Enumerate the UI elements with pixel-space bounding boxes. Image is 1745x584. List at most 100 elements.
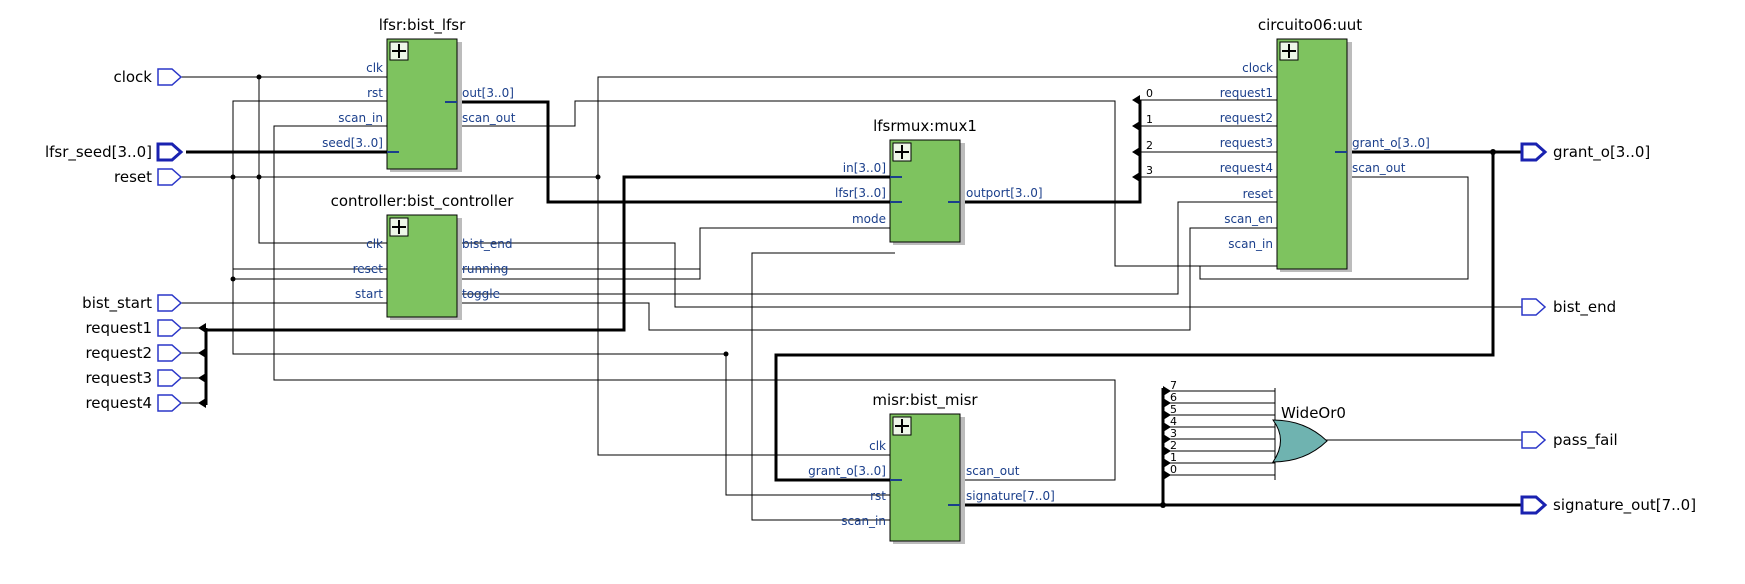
output-port-icon	[1521, 431, 1547, 449]
block-title: circuito06:uut	[1258, 16, 1362, 34]
pin-label: grant_o[3..0]	[808, 464, 886, 478]
wire-misr-rst	[725, 354, 895, 496]
port-label: lfsr_seed[3..0]	[45, 143, 152, 162]
pin-label: clk	[869, 439, 886, 453]
tap-label: 2	[1146, 139, 1153, 152]
block-lfsr[interactable]: lfsr:bist_lfsr clk rst scan_in seed[3..0…	[322, 16, 516, 172]
pin-label: rst	[367, 86, 383, 100]
tap-label: 1	[1146, 113, 1153, 126]
port-signature-out[interactable]: signature_out[7..0]	[1520, 495, 1696, 515]
bus-lfsr-out	[455, 100, 895, 204]
port-label: clock	[113, 68, 152, 86]
tap-arrow	[1132, 172, 1140, 182]
pin-label: scan_in	[841, 514, 886, 528]
block-title: misr:bist_misr	[872, 391, 978, 410]
port-request1[interactable]: request1	[85, 319, 183, 337]
uut-bus-taps: 0 1 2 3	[1132, 87, 1153, 182]
port-pass-fail[interactable]: pass_fail	[1521, 431, 1618, 450]
pin-label: scan_out	[462, 111, 516, 125]
pin-label: outport[3..0]	[966, 186, 1043, 200]
bit-label: 1	[1170, 451, 1177, 464]
port-label: request4	[85, 394, 152, 412]
port-request3[interactable]: request3	[85, 369, 183, 387]
output-bus-port-icon	[1520, 495, 1548, 515]
input-bus-port-icon	[156, 142, 184, 162]
pin-label: reset	[353, 262, 384, 276]
bit-label: 4	[1170, 415, 1177, 428]
input-ports: clock lfsr_seed[3..0] reset bist_start r…	[45, 68, 184, 412]
block-body	[386, 38, 458, 170]
pin-label: scan_in	[1228, 237, 1273, 251]
pin-label: scan_in	[338, 111, 383, 125]
port-request2[interactable]: request2	[85, 344, 183, 362]
tap-arrow	[1132, 121, 1140, 131]
pin-label: lfsr[3..0]	[835, 186, 886, 200]
pin-label: scan_out	[966, 464, 1020, 478]
port-reset[interactable]: reset	[114, 168, 183, 186]
block-controller[interactable]: controller:bist_controller clk reset sta…	[331, 192, 515, 320]
bus-grant-to-misr	[774, 152, 1495, 482]
bit-label: 2	[1170, 439, 1177, 452]
tap-arrow	[1132, 95, 1140, 105]
pin-label: toggle	[462, 287, 500, 301]
block-title: lfsrmux:mux1	[873, 117, 977, 135]
bit-label: 3	[1170, 427, 1177, 440]
pin-label: clock	[1242, 61, 1273, 75]
wire-bist-end	[455, 242, 1522, 308]
block-misr[interactable]: misr:bist_misr clk grant_o[3..0] rst sca…	[808, 391, 1055, 544]
port-lfsr-seed[interactable]: lfsr_seed[3..0]	[45, 142, 184, 162]
tap-label: 3	[1146, 164, 1153, 177]
port-grant-o[interactable]: grant_o[3..0]	[1520, 142, 1650, 162]
wideor-bit-taps: 7 6 5 4 3 2 1 0	[1163, 379, 1177, 480]
port-label: bist_start	[82, 294, 152, 313]
wire-lfsr-scan-out	[455, 100, 1277, 267]
pin-label: request1	[1220, 86, 1273, 100]
port-label: grant_o[3..0]	[1553, 143, 1650, 162]
bit-label: 5	[1170, 403, 1177, 416]
port-label: pass_fail	[1553, 431, 1618, 450]
port-label: request1	[85, 319, 152, 337]
block-title: lfsr:bist_lfsr	[379, 16, 466, 35]
input-port-icon	[157, 394, 183, 412]
pin-label: signature[7..0]	[966, 489, 1055, 503]
pin-label: mode	[852, 212, 886, 226]
bit-label: 0	[1170, 463, 1177, 476]
wideor-gate[interactable]: WideOr0	[1272, 404, 1346, 463]
pin-label: clk	[366, 61, 383, 75]
wire-toggle	[455, 201, 1277, 295]
input-port-icon	[157, 344, 183, 362]
input-port-icon	[157, 369, 183, 387]
bit-label: 6	[1170, 391, 1177, 404]
pin-label: scan_en	[1224, 212, 1273, 226]
output-port-icon	[1521, 298, 1547, 316]
port-bist-end[interactable]: bist_end	[1521, 298, 1616, 317]
wire-reset-uut-clock	[597, 76, 1277, 177]
bus-request	[206, 175, 895, 332]
bus-mux-outport	[960, 100, 1142, 204]
port-label: request3	[85, 369, 152, 387]
wire-clock-controller	[258, 77, 390, 244]
wire-reset-misr-clk	[597, 177, 895, 456]
block-mux[interactable]: lfsrmux:mux1 in[3..0] lfsr[3..0] mode ou…	[835, 117, 1043, 245]
pin-label: scan_out	[1352, 161, 1406, 175]
input-port-icon	[157, 294, 183, 312]
pin-label: reset	[1243, 187, 1274, 201]
pin-label: bist_end	[462, 237, 513, 251]
block-body	[1276, 38, 1348, 270]
port-request4[interactable]: request4	[85, 394, 183, 412]
pin-label: request4	[1220, 161, 1273, 175]
pin-label: clk	[366, 237, 383, 251]
port-label: request2	[85, 344, 152, 362]
port-clock[interactable]: clock	[113, 68, 183, 86]
pin-label: out[3..0]	[462, 86, 514, 100]
pin-label: grant_o[3..0]	[1352, 136, 1430, 150]
port-label: reset	[114, 168, 152, 186]
pin-label: running	[462, 262, 508, 276]
wire-reset-misr	[232, 269, 726, 355]
port-label: bist_end	[1553, 298, 1616, 317]
pin-label: start	[355, 287, 383, 301]
port-bist-start[interactable]: bist_start	[82, 294, 183, 313]
block-uut[interactable]: circuito06:uut clock request1 request2 r…	[1220, 16, 1430, 272]
junction	[256, 174, 262, 180]
